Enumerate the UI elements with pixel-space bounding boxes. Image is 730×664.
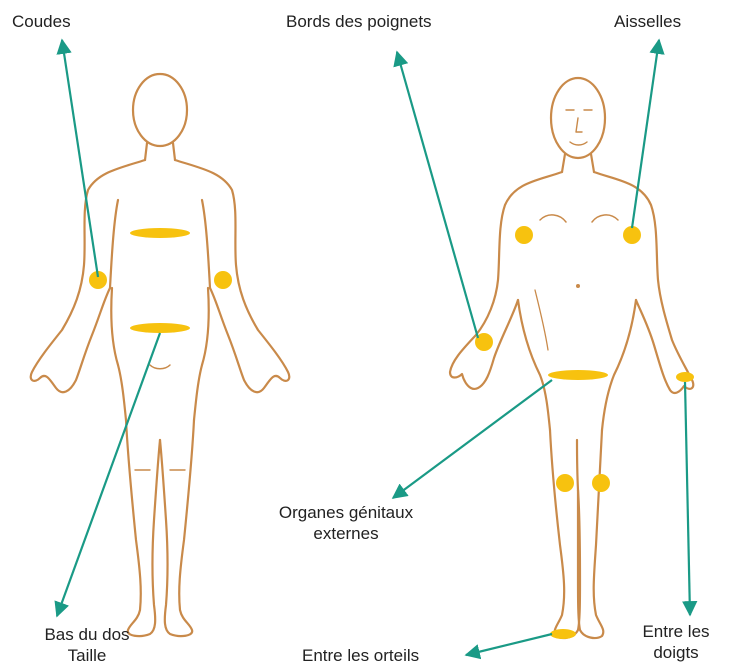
label-fingers-line1: Entre les bbox=[630, 621, 722, 642]
spot-back-elbow-right bbox=[214, 271, 232, 289]
spot-front-fingers bbox=[676, 372, 694, 382]
label-toes: Entre les orteils bbox=[302, 645, 419, 664]
spot-front-knee-left bbox=[556, 474, 574, 492]
label-lower-back: Bas du dos Taille bbox=[28, 624, 146, 664]
arrow-lower-back bbox=[57, 333, 160, 616]
arrow-fingers bbox=[685, 382, 690, 615]
arrow-genitals bbox=[393, 380, 552, 498]
spot-front-toes bbox=[550, 629, 576, 639]
label-wrists: Bords des poignets bbox=[286, 11, 432, 32]
arrow-toes bbox=[466, 634, 552, 655]
label-genitals-line2: externes bbox=[262, 523, 430, 544]
arrow-armpits bbox=[632, 40, 659, 228]
spot-back-upper bbox=[130, 228, 190, 238]
label-lower-back-line2: Taille bbox=[28, 645, 146, 664]
front-body-figure bbox=[450, 78, 693, 638]
label-genitals-line1: Organes génitaux bbox=[262, 502, 430, 523]
label-armpits: Aisselles bbox=[614, 11, 681, 32]
label-genitals: Organes génitaux externes bbox=[262, 502, 430, 544]
spot-front-genitals bbox=[548, 370, 608, 380]
label-fingers: Entre les doigts bbox=[630, 621, 722, 663]
arrow-wrists bbox=[397, 52, 478, 338]
back-body-figure bbox=[31, 74, 290, 636]
spot-back-waist bbox=[130, 323, 190, 333]
label-elbows: Coudes bbox=[12, 11, 71, 32]
label-lower-back-line1: Bas du dos bbox=[28, 624, 146, 645]
spot-front-armpit-right bbox=[623, 226, 641, 244]
label-fingers-line2: doigts bbox=[630, 642, 722, 663]
spot-front-knee-right bbox=[592, 474, 610, 492]
spot-front-armpit-left bbox=[515, 226, 533, 244]
arrow-elbows bbox=[62, 40, 98, 277]
